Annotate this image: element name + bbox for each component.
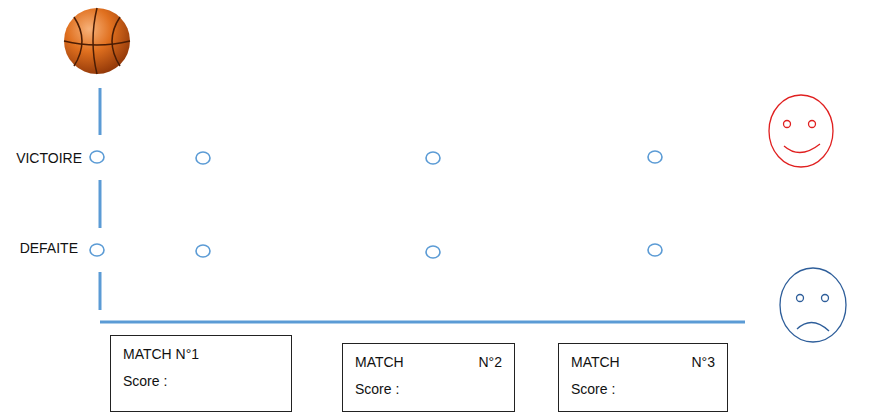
basketball: [64, 8, 130, 74]
score-field: Score :: [355, 381, 502, 398]
match-box: MATCH N°2Score :: [342, 343, 515, 412]
match-title: MATCH N°2: [355, 354, 502, 371]
match-box: MATCH N°3Score :: [558, 343, 728, 412]
match-title: MATCH N°1: [123, 346, 279, 363]
result-dots: [90, 151, 662, 258]
axis-label: VICTOIRE: [16, 150, 82, 167]
score-field: Score :: [571, 381, 715, 398]
score-field: Score :: [123, 373, 279, 390]
axis-label: DEFAITE: [20, 240, 78, 257]
happy-face: [769, 95, 833, 167]
match-box: MATCH N°1Score :: [110, 335, 292, 412]
sad-face: [780, 268, 846, 342]
axis-lines: [100, 88, 745, 322]
match-title: MATCH N°3: [571, 354, 715, 371]
